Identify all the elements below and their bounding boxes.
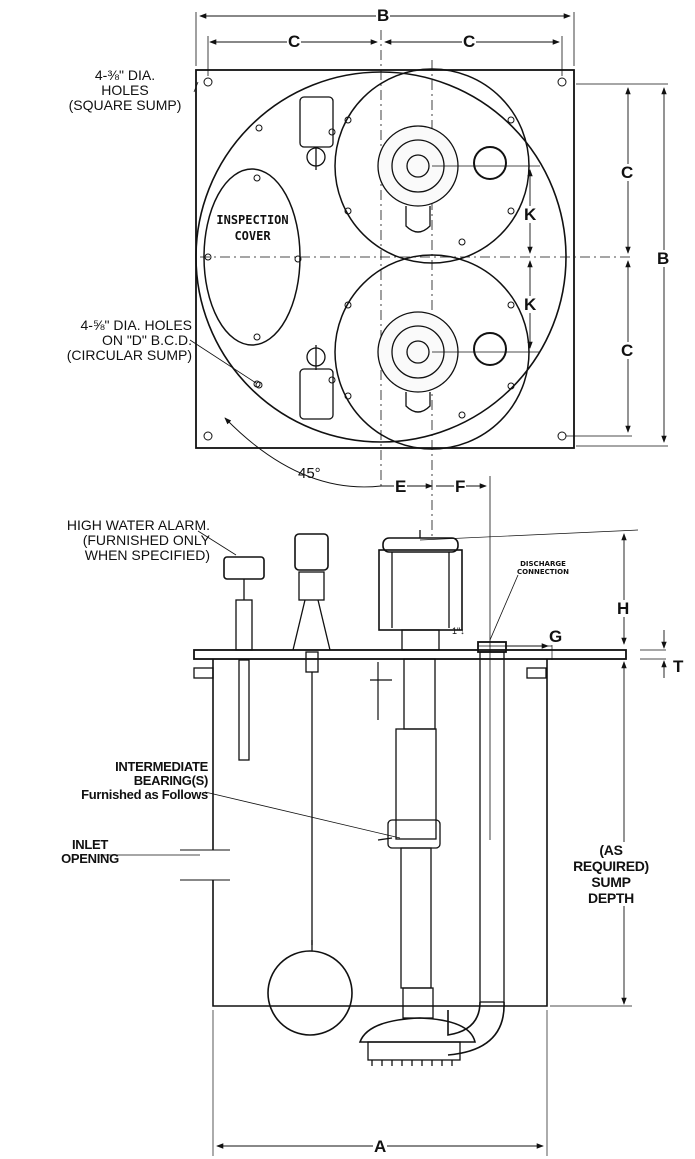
sump-depth-line-3: SUMP: [591, 874, 631, 890]
inlet-line-1: INLET: [71, 837, 109, 852]
dim-c-lower: C: [620, 341, 635, 360]
dim-c-right: C: [462, 32, 477, 51]
square-holes-line-2: HOLES: [101, 82, 149, 98]
float-switch-upper: [299, 96, 334, 170]
one-inch-label: 1"↓: [452, 626, 465, 636]
float-ball: [267, 950, 353, 1036]
inspection-cover-label: INSPECTION COVER: [205, 212, 300, 244]
dim-f: F: [454, 477, 467, 496]
sump-depth-line-1: (AS: [599, 842, 623, 858]
cover-plate: [193, 649, 627, 660]
dim-k-upper: K: [523, 205, 538, 224]
high-water-alarm-label: HIGH WATER ALARM. (FURNISHED ONLY WHEN S…: [0, 518, 210, 563]
dim-a: A: [373, 1137, 388, 1156]
discharge-line-2: CONNECTION: [517, 568, 569, 576]
dim-k-lower: K: [523, 295, 538, 314]
bearing-line-1: INTERMEDIATE: [115, 759, 208, 774]
sump-depth-line-2: REQUIRED): [573, 858, 649, 874]
circular-holes-line-1: 4-⅝" DIA. HOLES: [80, 317, 192, 333]
angle-label: 45°: [298, 465, 321, 482]
elevation-view: [100, 529, 667, 1156]
circular-holes-line-3: (CIRCULAR SUMP): [66, 347, 192, 363]
plan-view: [189, 12, 668, 840]
inspection-line-2: COVER: [234, 229, 271, 243]
motor-upper: [377, 125, 507, 233]
circular-holes-line-2: ON "D" B.C.D.: [101, 332, 192, 348]
square-sump-holes-label: 4-⅜" DIA. HOLES (SQUARE SUMP): [50, 68, 200, 113]
float-switch-lower: [299, 345, 334, 420]
dim-c-left: C: [287, 32, 302, 51]
motor-lower: [377, 311, 507, 413]
sump-depth-line-4: DEPTH: [588, 890, 634, 906]
discharge-connection-label: DISCHARGE CONNECTION: [508, 560, 578, 576]
dim-g: G: [548, 627, 564, 646]
intermediate-bearing-label: INTERMEDIATE BEARING(S) Furnished as Fol…: [0, 760, 208, 802]
dim-b-top: B: [376, 6, 391, 25]
high-water-alarm: [197, 530, 265, 761]
alarm-line-2: (FURNISHED ONLY: [82, 532, 210, 548]
square-holes-line-3: (SQUARE SUMP): [68, 97, 182, 113]
bearing-line-2: BEARING(S): [133, 773, 209, 788]
alarm-line-1: HIGH WATER ALARM.: [66, 517, 210, 533]
dim-c-upper: C: [620, 163, 635, 182]
dim-h: H: [616, 599, 631, 618]
discharge-line-1: DISCHARGE: [520, 560, 566, 568]
pump-motor: [378, 530, 463, 651]
square-holes-line-1: 4-⅜" DIA.: [94, 67, 156, 83]
sump-depth-label: (AS REQUIRED) SUMP DEPTH: [568, 842, 654, 906]
pump-column: [358, 658, 477, 1066]
dim-b-right: B: [656, 249, 671, 268]
inlet-opening-label: INLET OPENING: [30, 838, 150, 866]
sump-basin: [212, 659, 548, 1007]
inlet-line-2: OPENING: [61, 851, 119, 866]
float-switch-assembly: [267, 533, 353, 1036]
alarm-line-3: WHEN SPECIFIED): [84, 547, 210, 563]
bolt-holes: [203, 77, 567, 441]
circular-sump-holes-label: 4-⅝" DIA. HOLES ON "D" B.C.D. (CIRCULAR …: [0, 318, 192, 363]
dim-e: E: [394, 477, 408, 496]
discharge-pipe: [447, 641, 552, 1056]
bearing-line-3: Furnished as Follows: [81, 787, 208, 802]
inspection-line-1: INSPECTION: [216, 213, 289, 227]
dim-t: T: [672, 657, 685, 676]
